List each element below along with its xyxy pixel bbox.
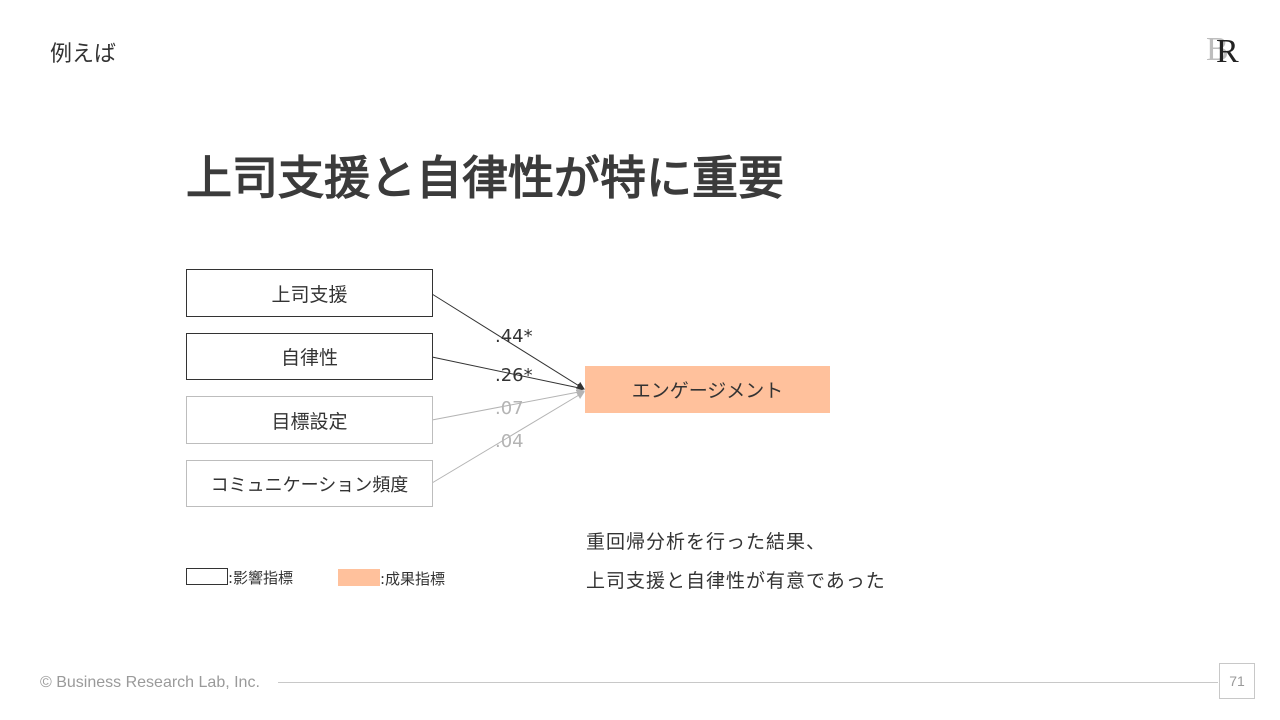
legend-influence-swatch [186,568,228,585]
footer-divider [278,682,1218,683]
legend-outcome-swatch [338,569,380,586]
company-logo: B R [1206,31,1239,68]
result-note-line-1: 重回帰分析を行った結果、 [586,531,827,553]
footer-copyright: © Business Research Lab, Inc. [40,674,260,691]
predictor-box-supervisor-support: 上司支援 [186,269,433,317]
outcome-label: エンゲージメント [631,380,784,402]
slide-title: 上司支援と自律性が特に重要 [186,151,784,205]
predictor-box-goal-setting: 目標設定 [186,396,433,444]
result-note-line-2: 上司支援と自律性が有意であった [586,570,886,592]
predictor-box-communication-frequency: コミュニケーション頻度 [186,460,433,507]
path-line-communication [431,391,585,484]
path-line-autonomy [431,356,585,392]
predictor-label: コミュニケーション頻度 [210,474,409,496]
predictor-label: 上司支援 [271,283,348,306]
page-number-text: 71 [1229,673,1245,689]
outcome-box-engagement: エンゲージメント [585,366,830,413]
predictor-box-autonomy: 自律性 [186,333,433,380]
path-line-goal-setting [431,388,585,421]
section-label: 例えば [50,42,117,67]
predictor-label: 自律性 [280,347,338,369]
coefficient-supervisor-support: .44* [495,326,533,347]
page-number: 71 [1219,663,1255,699]
coefficient-communication-frequency: .04 [495,431,524,452]
coefficient-autonomy: .26* [495,365,533,386]
svg-text:R: R [1216,33,1239,68]
coefficient-goal-setting: .07 [495,398,524,419]
predictor-label: 目標設定 [271,410,348,433]
svg-text:B: B [1206,31,1229,68]
path-line-supervisor-support [431,293,585,390]
legend-influence-label: :影響指標 [228,569,294,587]
legend-outcome-label: :成果指標 [380,570,446,588]
